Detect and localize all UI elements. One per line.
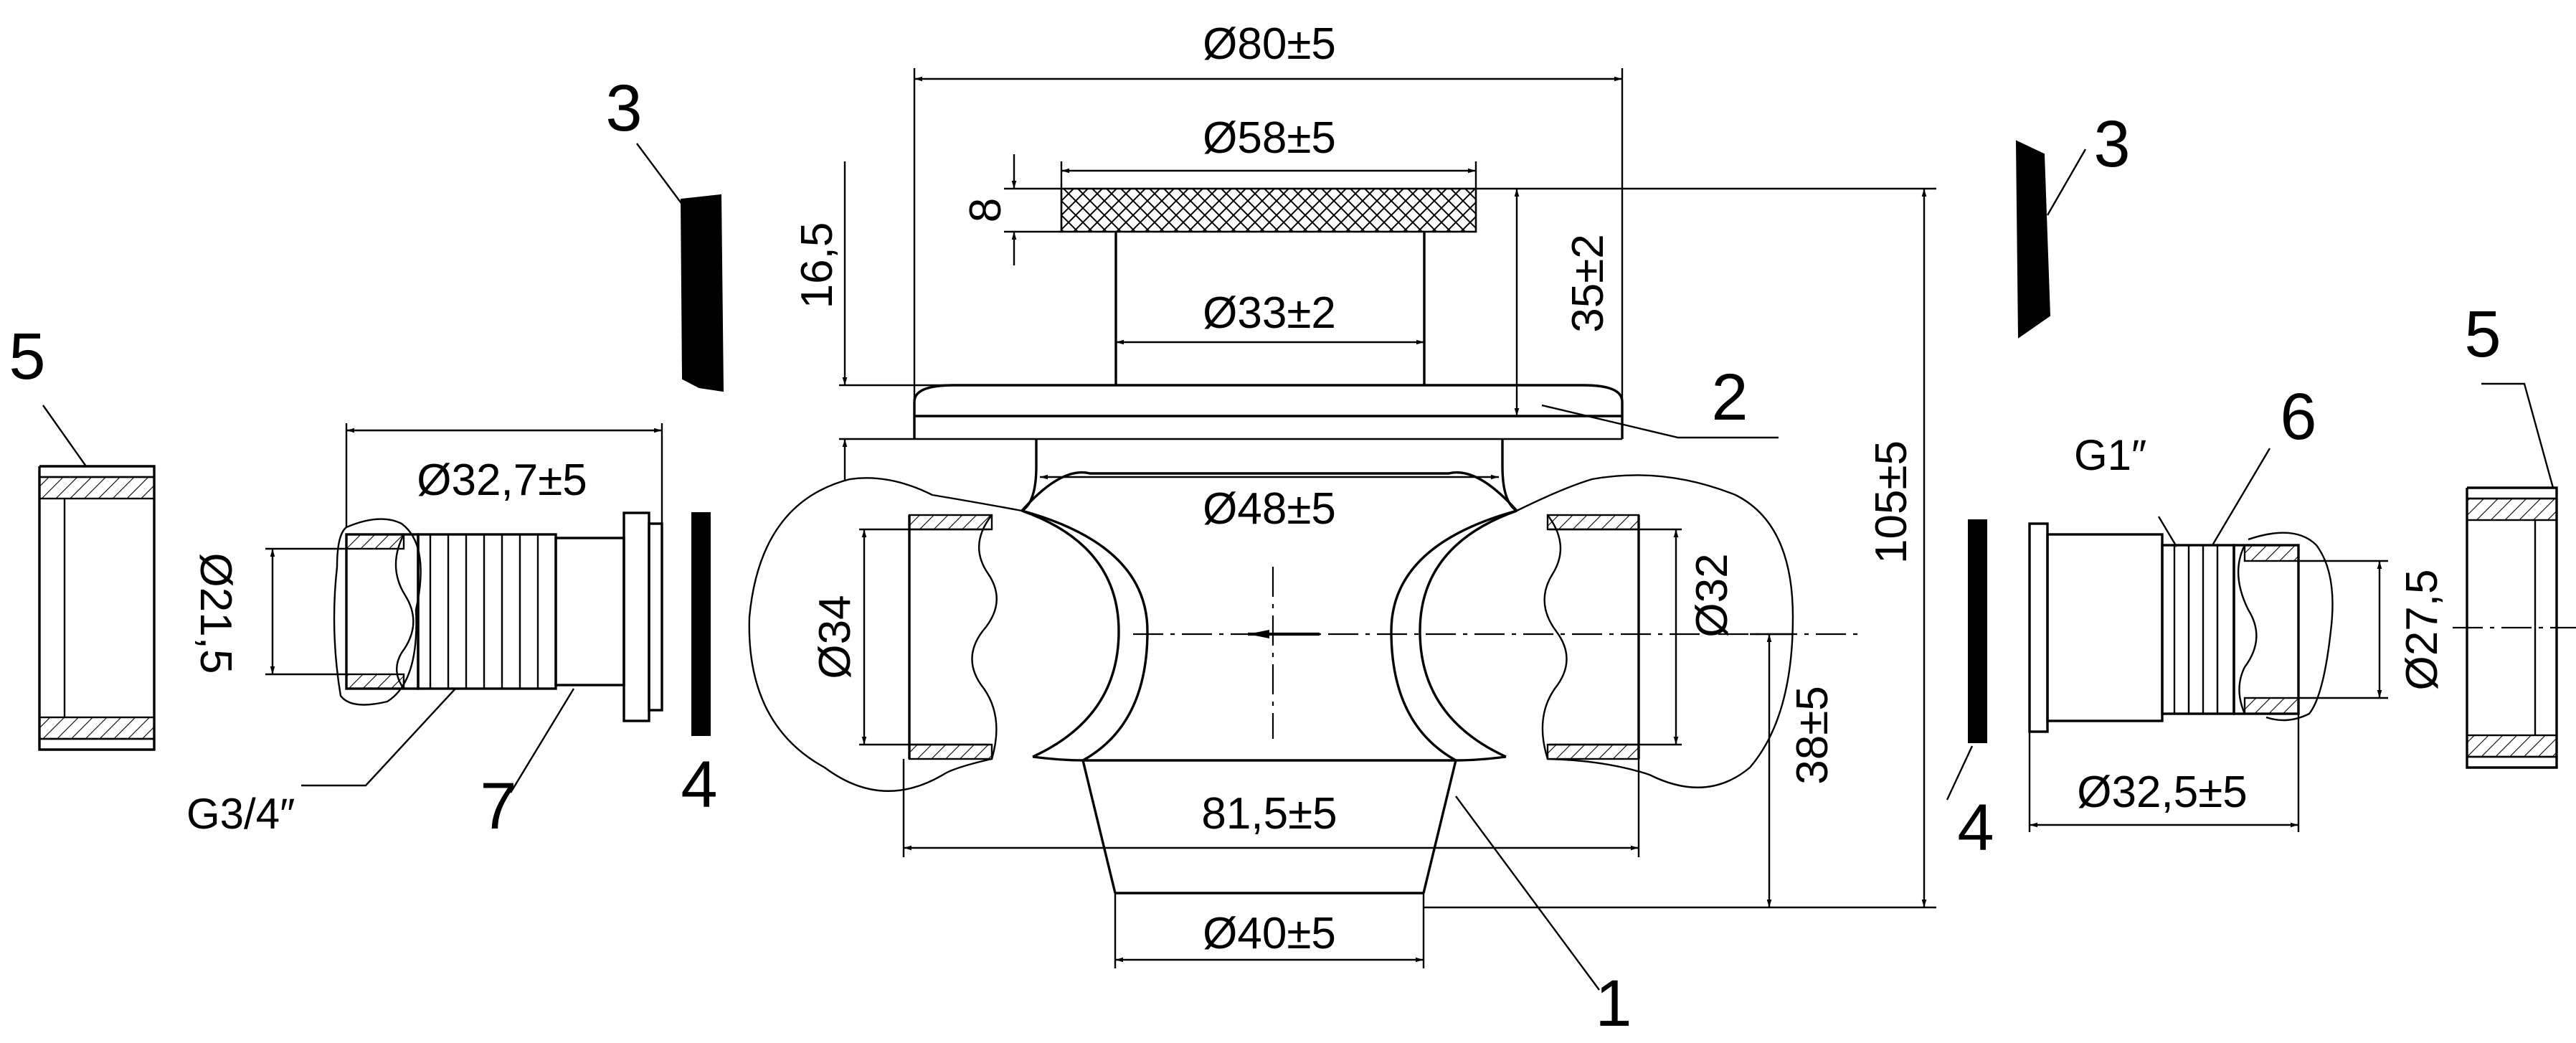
thread-g1: G1″ [2074,431,2146,479]
position-5-left: 5 [9,320,45,393]
position-4-right: 4 [1957,791,1994,864]
dim-d27-5: Ø27,5 [2397,570,2447,691]
rosette-part-2 [913,187,1624,440]
dim-d33: Ø33±2 [1203,288,1336,338]
position-4-left: 4 [681,748,717,821]
dim-h105: 105±5 [1867,440,1916,564]
position-1: 1 [1595,967,1632,1040]
dim-d32: Ø32 [1687,553,1737,637]
leader-lines [42,143,2554,991]
dim-h35: 35±2 [1563,234,1613,332]
dim-w81-5: 81,5±5 [1201,789,1337,839]
cover-3-left [680,194,724,392]
mixer-body-part-1 [748,439,1794,895]
position-7: 7 [480,770,516,843]
dim-h38: 38±5 [1788,686,1837,784]
dim-h16-5: 16,5 [792,222,842,309]
dim-d80: Ø80±5 [1203,19,1336,69]
dim-d21-5: Ø21,5 [191,553,240,674]
dim-h8: 8 [961,198,1010,222]
nut-5-right [2466,486,2558,769]
position-6: 6 [2280,380,2316,453]
eccentric-part-7 [333,511,663,722]
dim-d48: Ø48±5 [1203,484,1336,534]
position-3-left: 3 [605,72,642,145]
gasket-4-left [691,512,711,736]
dim-d58: Ø58±5 [1203,113,1336,163]
position-2: 2 [1711,361,1748,434]
gasket-4-right [1968,519,1987,743]
dim-d32-5: Ø32,5±5 [2077,768,2247,817]
cover-3-right [2015,140,2051,339]
nut-5-left [38,465,156,751]
eccentric-part-6 [2028,522,2334,733]
thread-g3-4: G3/4″ [186,790,295,838]
position-5-right: 5 [2464,298,2501,371]
dimension-lines [265,68,2388,968]
dim-d32-7: Ø32,7±5 [417,456,587,505]
position-3-right: 3 [2093,108,2130,181]
dim-d34: Ø34 [810,595,860,679]
dim-d40: Ø40±5 [1203,909,1336,958]
